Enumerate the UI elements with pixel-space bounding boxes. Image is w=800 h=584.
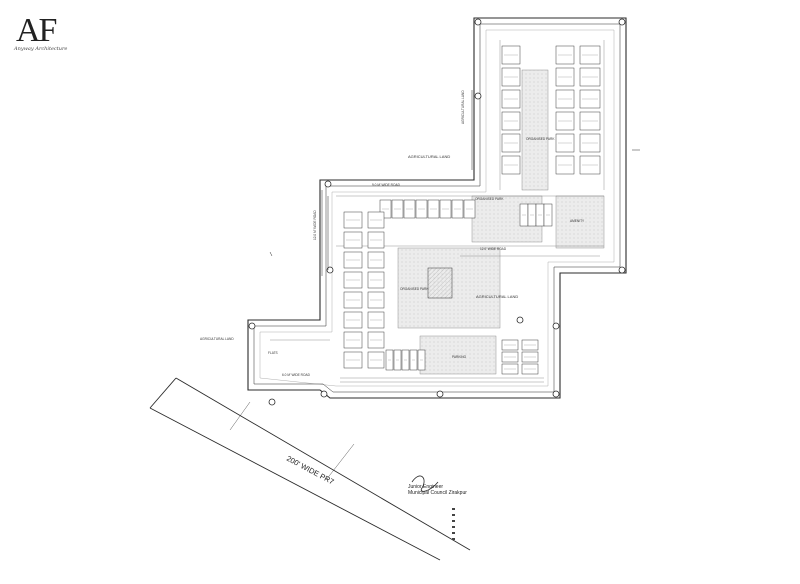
signature-line2: Municipal Council Zirakpur: [408, 490, 467, 496]
label-200ft-road: 200' WIDE PR7: [285, 454, 335, 486]
label-6m-road: 6.0 M' WIDE ROAD: [282, 373, 311, 377]
label-organised-park-3: ORGANISED PARK: [400, 287, 429, 291]
label-agricultural-land-right: AGRICULTURAL LAND: [461, 90, 465, 124]
label-parking: PARKING: [452, 355, 467, 359]
label-9m-road: 9.0 M' WIDE ROAD: [372, 183, 401, 187]
logo-monogram: AF: [16, 12, 57, 49]
main-road-200ft: [149, 377, 471, 561]
engineer-signature-stamp: Junior Engineer Municipal Council Zirakp…: [408, 475, 467, 496]
internal-roads: [270, 40, 605, 383]
label-agricultural-land-left: AGRICULTURAL LAND: [200, 337, 234, 341]
firm-logo: AF Anyway Architecture: [12, 12, 72, 62]
label-organised-park-2: ORGANISED PARK: [526, 137, 555, 141]
label-amenity: AMENITY: [570, 219, 585, 223]
label-12m-road: 12.0' WIDE ROAD: [480, 247, 507, 251]
label-flats: FLATS: [268, 351, 278, 355]
survey-ticks: [269, 90, 640, 276]
signature-line1: Junior Engineer: [408, 484, 443, 490]
label-12m-road-vertical: 12.0 M' WIDE ROAD: [313, 210, 317, 240]
housing-units: [343, 45, 601, 375]
label-agricultural-land-mid: AGRICULTURAL LAND: [476, 294, 518, 299]
label-agricultural-land-top: AGRICULTURAL LAND: [408, 154, 450, 159]
crop-marks: [452, 508, 455, 540]
label-organised-park: ORGANISED PARK: [475, 197, 504, 201]
park-areas: [397, 69, 605, 375]
logo-script-text: Anyway Architecture: [14, 46, 68, 52]
